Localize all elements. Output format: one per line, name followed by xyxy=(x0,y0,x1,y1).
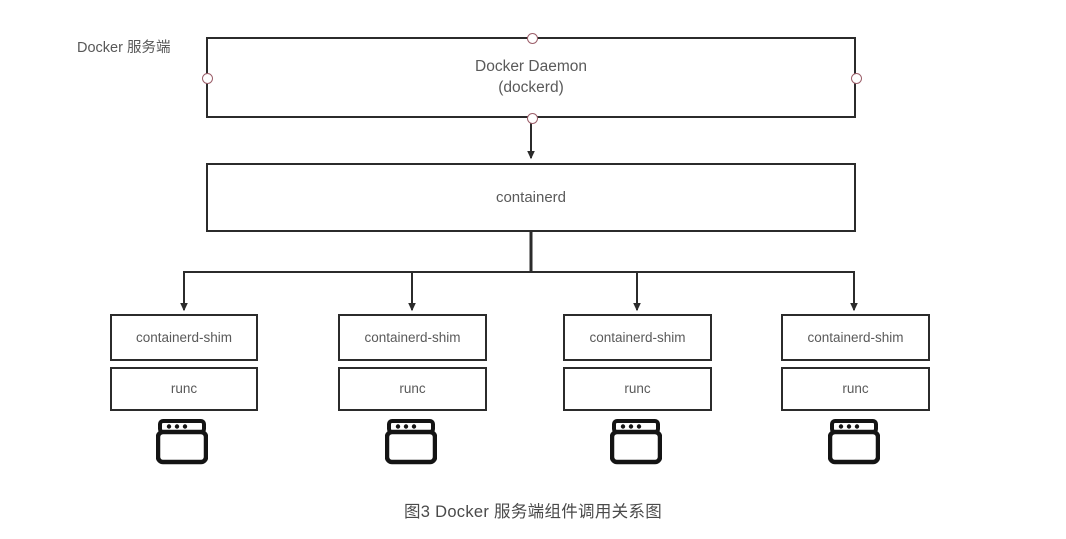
runc-box-1[interactable]: runc xyxy=(110,367,258,411)
docker-daemon-box[interactable]: Docker Daemon (dockerd) xyxy=(206,37,856,118)
containerd-box[interactable]: containerd xyxy=(206,163,856,232)
daemon-port-bottom-icon xyxy=(527,113,538,124)
container-window-icon-1 xyxy=(156,419,208,465)
docker-daemon-title: Docker Daemon xyxy=(475,58,587,76)
runc-box-4[interactable]: runc xyxy=(781,367,930,411)
docker-daemon-subtitle: (dockerd) xyxy=(498,78,564,96)
containerd-shim-box-3[interactable]: containerd-shim xyxy=(563,314,712,361)
runc-box-2[interactable]: runc xyxy=(338,367,487,411)
server-side-label: Docker 服务端 xyxy=(77,40,171,56)
container-window-icon-2 xyxy=(385,419,437,465)
containerd-shim-box-2[interactable]: containerd-shim xyxy=(338,314,487,361)
container-window-icon-3 xyxy=(610,419,662,465)
containerd-label: containerd xyxy=(495,188,567,206)
runc-label-2: runc xyxy=(399,381,426,397)
containerd-shim-label-4: containerd-shim xyxy=(807,329,904,345)
figure-caption: 图3 Docker 服务端组件调用关系图 xyxy=(403,503,663,521)
containerd-shim-label-2: containerd-shim xyxy=(364,329,461,345)
containerd-shim-box-1[interactable]: containerd-shim xyxy=(110,314,258,361)
container-window-icon-4 xyxy=(828,419,880,465)
runc-box-3[interactable]: runc xyxy=(563,367,712,411)
runc-label-3: runc xyxy=(624,381,651,397)
containerd-shim-label-1: containerd-shim xyxy=(135,329,233,345)
docker-daemon-text: Docker Daemon (dockerd) xyxy=(475,57,587,98)
daemon-port-top-icon xyxy=(527,33,538,44)
daemon-port-right-icon xyxy=(851,73,862,84)
daemon-port-left-icon xyxy=(202,73,213,84)
runc-label-1: runc xyxy=(170,381,198,397)
runc-label-4: runc xyxy=(842,381,869,397)
containerd-shim-label-3: containerd-shim xyxy=(589,329,686,345)
containerd-shim-box-4[interactable]: containerd-shim xyxy=(781,314,930,361)
